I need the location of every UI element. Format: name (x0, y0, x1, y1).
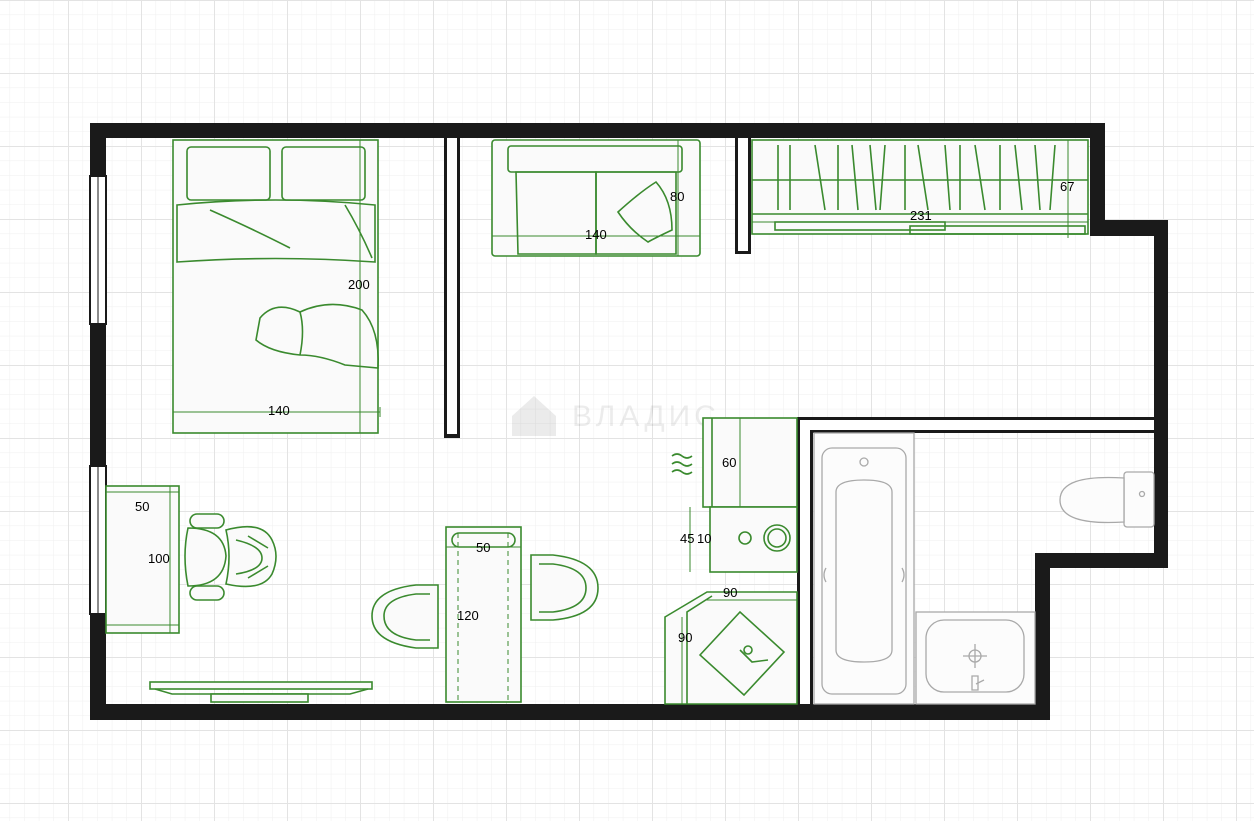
sofa-depth-label: 80 (670, 189, 684, 204)
desk-depth-label: 50 (135, 499, 149, 514)
wardrobe-width-label: 231 (910, 208, 932, 223)
washer-gap-label: 10 (697, 531, 711, 546)
office-chair (184, 513, 277, 601)
bathtub (813, 432, 915, 705)
tv-stand (149, 681, 373, 703)
desk (105, 485, 180, 634)
table-width-label: 50 (476, 540, 490, 555)
wardrobe (751, 139, 1089, 238)
sofa (491, 139, 701, 257)
walls (89, 123, 1168, 720)
dining-chair-left (371, 584, 439, 649)
corner-width-label: 90 (723, 585, 737, 600)
bed-width-label: 140 (268, 403, 290, 418)
dining-table (445, 526, 522, 703)
watermark-text: ВЛАДИС (572, 400, 720, 433)
wardrobe-depth-label: 67 (1060, 179, 1074, 194)
corner-depth-label: 90 (678, 630, 692, 645)
refrigerator (671, 417, 798, 508)
bed-length-label: 200 (348, 277, 370, 292)
desk-width-label: 100 (148, 551, 170, 566)
washbasin (915, 611, 1036, 705)
toilet (1059, 471, 1155, 528)
washing-machine (689, 506, 798, 573)
corner-sink-unit (664, 591, 798, 705)
double-bed (172, 139, 381, 434)
dining-chair-right (530, 554, 599, 621)
washer-width-label: 45 (680, 531, 694, 546)
fridge-depth-label: 60 (722, 455, 736, 470)
table-length-label: 120 (457, 608, 479, 623)
watermark-logo (512, 396, 556, 436)
sofa-width-label: 140 (585, 227, 607, 242)
